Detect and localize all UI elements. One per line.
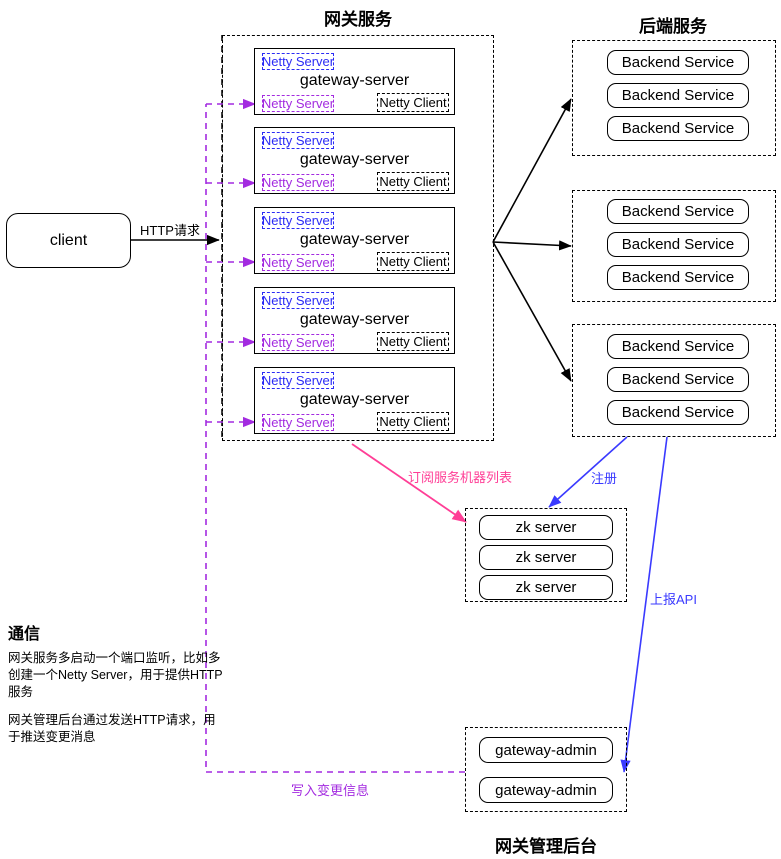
backend-service-box[interactable]: Backend Service bbox=[607, 199, 749, 224]
gateway-services-caption: 网关服务 bbox=[324, 10, 392, 29]
backend-service-box[interactable]: Backend Service bbox=[607, 400, 749, 425]
gateway-server-title: gateway-server bbox=[299, 72, 410, 89]
gateway-services-group bbox=[222, 35, 494, 441]
backend-service-box[interactable]: Backend Service bbox=[607, 265, 749, 290]
backend-group: Backend Service Backend Service Backend … bbox=[572, 40, 776, 156]
backend-service-box[interactable]: Backend Service bbox=[607, 334, 749, 359]
netty-server-chip-bottom[interactable]: Netty Server bbox=[261, 95, 335, 112]
netty-server-chip-bottom[interactable]: Netty Server bbox=[261, 414, 335, 431]
netty-server-chip-bottom[interactable]: Netty Server bbox=[261, 334, 335, 351]
gateway-server-title: gateway-server bbox=[299, 231, 410, 248]
netty-server-chip-top[interactable]: Netty Server bbox=[261, 372, 335, 389]
gateway-server-card[interactable]: Netty Server gateway-server Netty Server… bbox=[254, 127, 455, 194]
netty-client-chip[interactable]: Netty Client bbox=[377, 332, 449, 351]
gateway-server-card[interactable]: Netty Server gateway-server Netty Server… bbox=[254, 367, 455, 434]
http-request-label: HTTP请求 bbox=[140, 223, 200, 238]
netty-server-chip-top[interactable]: Netty Server bbox=[261, 212, 335, 229]
backend-service-box[interactable]: Backend Service bbox=[607, 116, 749, 141]
netty-server-chip-bottom[interactable]: Netty Server bbox=[261, 254, 335, 271]
netty-client-chip[interactable]: Netty Client bbox=[377, 172, 449, 191]
zk-server-box[interactable]: zk server bbox=[479, 545, 613, 570]
zk-server-box[interactable]: zk server bbox=[479, 515, 613, 540]
backend-service-box[interactable]: Backend Service bbox=[607, 83, 749, 108]
netty-client-chip[interactable]: Netty Client bbox=[377, 252, 449, 271]
zookeeper-group: zk server zk server zk server bbox=[465, 508, 627, 602]
backend-group: Backend Service Backend Service Backend … bbox=[572, 190, 776, 302]
gateway-admin-group: gateway-admin gateway-admin bbox=[465, 727, 627, 812]
client-box[interactable]: client bbox=[6, 213, 131, 268]
notes-paragraph: 网关服务多启动一个端口监听，比如多创建一个Netty Server，用于提供HT… bbox=[8, 651, 223, 699]
client-label: client bbox=[49, 231, 88, 249]
backend-service-box[interactable]: Backend Service bbox=[607, 50, 749, 75]
subscribe-server-list-label: 订阅服务机器列表 bbox=[408, 470, 513, 485]
notes-paragraph: 网关管理后台通过发送HTTP请求，用于推送变更消息 bbox=[8, 713, 216, 744]
report-api-label: 上报API bbox=[650, 592, 697, 607]
gateway-server-title: gateway-server bbox=[299, 311, 410, 328]
backend-service-box[interactable]: Backend Service bbox=[607, 232, 749, 257]
register-label: 注册 bbox=[591, 471, 618, 486]
gateway-server-title: gateway-server bbox=[299, 151, 410, 168]
edge-gateway-to-backend bbox=[492, 98, 572, 382]
netty-client-chip[interactable]: Netty Client bbox=[377, 412, 449, 431]
gateway-admin-box[interactable]: gateway-admin bbox=[479, 737, 613, 763]
netty-server-chip-top[interactable]: Netty Server bbox=[261, 132, 335, 149]
netty-server-chip-bottom[interactable]: Netty Server bbox=[261, 174, 335, 191]
notes-title: 通信 bbox=[8, 626, 41, 643]
gateway-server-card[interactable]: Netty Server gateway-server Netty Server… bbox=[254, 287, 455, 354]
zk-server-box[interactable]: zk server bbox=[479, 575, 613, 600]
gateway-server-card[interactable]: Netty Server gateway-server Netty Server… bbox=[254, 207, 455, 274]
admin-caption: 网关管理后台 bbox=[495, 837, 597, 856]
backend-services-caption: 后端服务 bbox=[639, 17, 707, 36]
write-change-info-label: 写入变更信息 bbox=[291, 783, 370, 798]
netty-client-chip[interactable]: Netty Client bbox=[377, 93, 449, 112]
netty-server-chip-top[interactable]: Netty Server bbox=[261, 292, 335, 309]
gateway-admin-box[interactable]: gateway-admin bbox=[479, 777, 613, 803]
backend-service-box[interactable]: Backend Service bbox=[607, 367, 749, 392]
backend-group: Backend Service Backend Service Backend … bbox=[572, 324, 776, 437]
gateway-server-title: gateway-server bbox=[299, 391, 410, 408]
netty-server-chip-top[interactable]: Netty Server bbox=[261, 53, 335, 70]
gateway-server-card[interactable]: Netty Server gateway-server Netty Server… bbox=[254, 48, 455, 115]
